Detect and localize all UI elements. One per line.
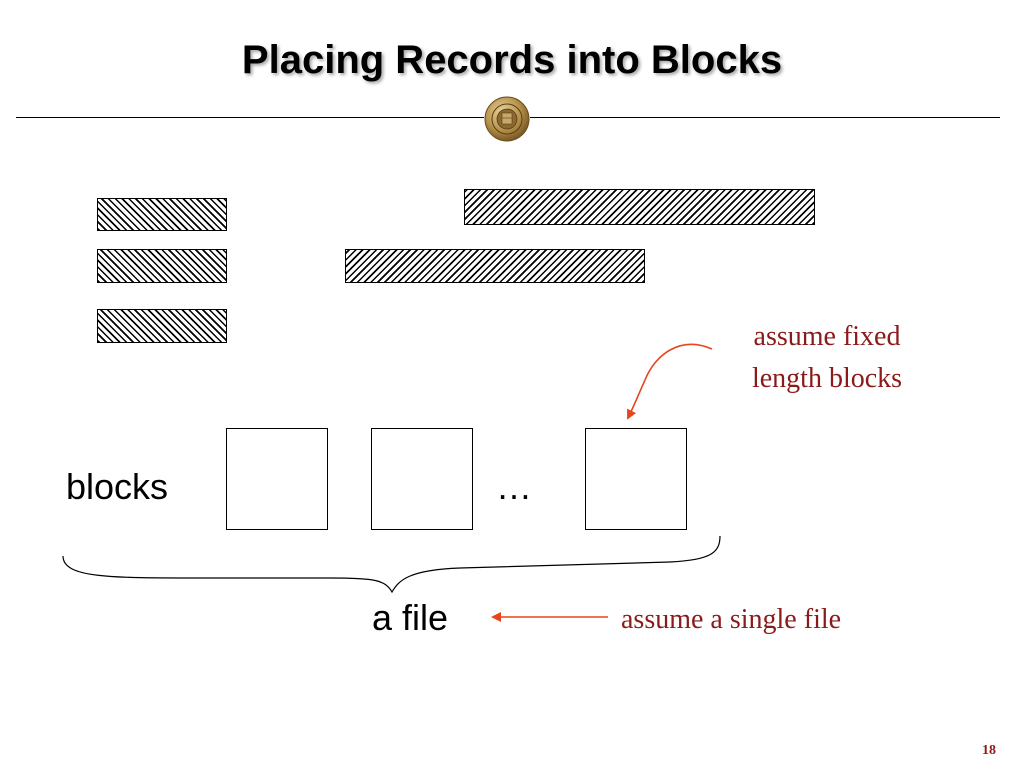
page-number: 18 bbox=[982, 743, 996, 758]
fixed-length-note: assume fixed length blocks bbox=[732, 316, 922, 400]
block-2 bbox=[371, 428, 473, 530]
title-divider-right bbox=[530, 117, 1000, 118]
block-n bbox=[585, 428, 687, 530]
block-1 bbox=[226, 428, 328, 530]
record-small-2 bbox=[97, 249, 227, 283]
fixed-length-note-line1: assume fixed bbox=[753, 321, 901, 352]
record-medium-1 bbox=[345, 249, 645, 283]
blocks-ellipsis: … bbox=[496, 466, 532, 507]
record-small-3 bbox=[97, 309, 227, 343]
record-large-1 bbox=[464, 189, 815, 225]
file-brace bbox=[62, 535, 721, 594]
single-file-note: assume a single file bbox=[621, 604, 842, 635]
fixed-length-arrow bbox=[627, 343, 713, 420]
record-small-1 bbox=[97, 198, 227, 231]
slide-title: Placing Records into Blocks bbox=[241, 38, 783, 82]
fixed-length-note-line2: length blocks bbox=[751, 363, 903, 394]
file-label: a file bbox=[372, 597, 449, 638]
blocks-label: blocks bbox=[66, 466, 169, 507]
title-divider-left bbox=[16, 117, 484, 118]
university-seal-icon bbox=[484, 96, 530, 142]
